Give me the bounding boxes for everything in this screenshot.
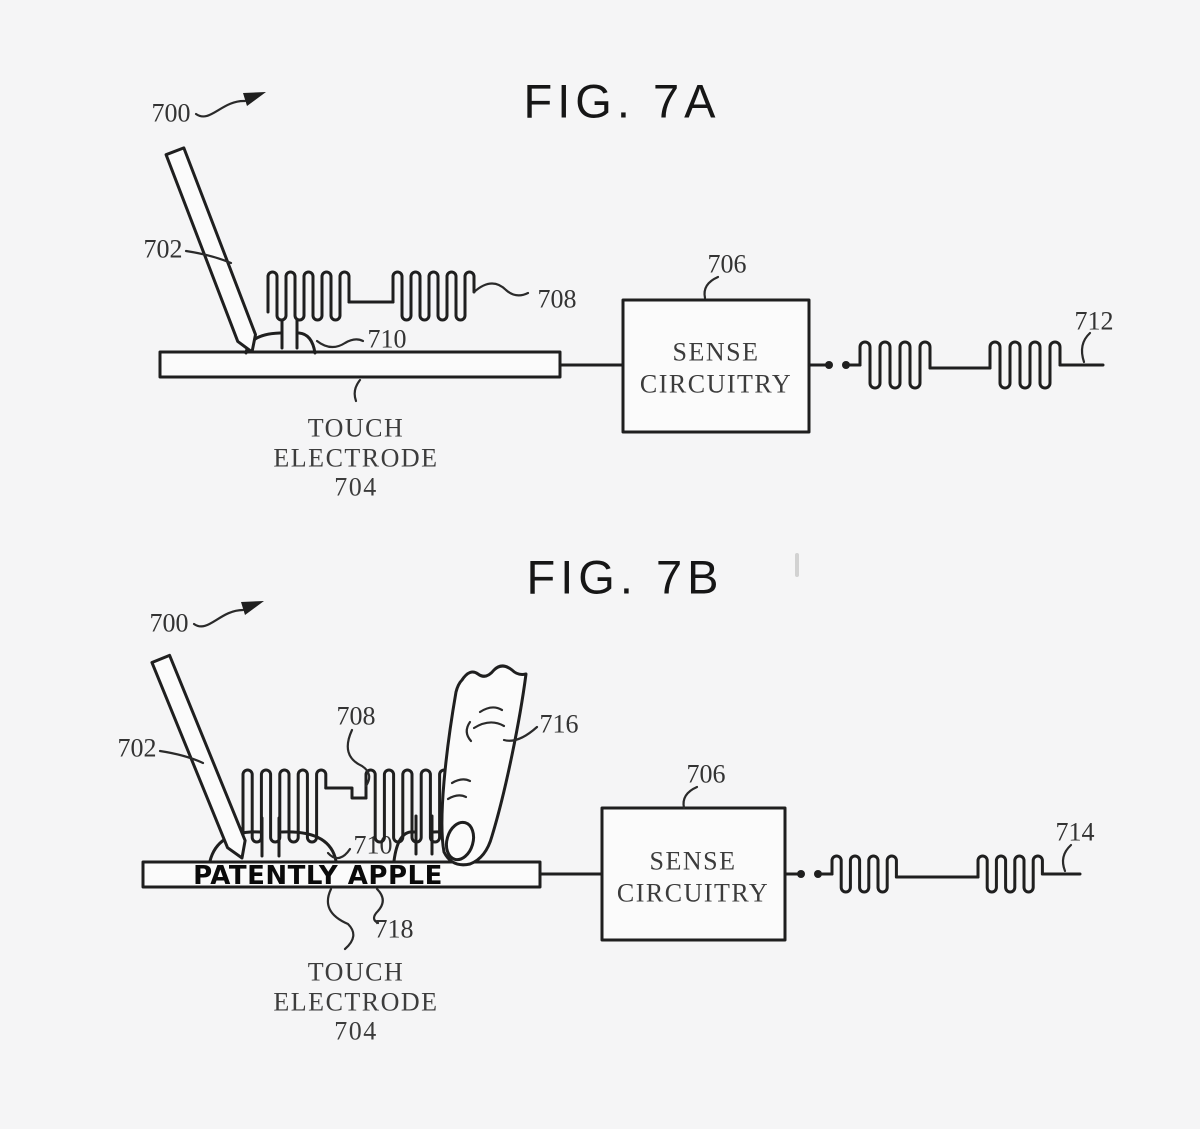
leader-704-b xyxy=(326,887,355,951)
ref-label-708-a: 708 xyxy=(538,285,577,314)
output-dot2-a xyxy=(842,361,850,369)
electrode-label-line1-b: TOUCH xyxy=(308,958,405,987)
ref-label-710-a: 710 xyxy=(368,325,407,354)
finger-crease-1 xyxy=(478,706,504,714)
sense-circuitry-box-b xyxy=(600,806,787,942)
stylus-b xyxy=(150,653,247,860)
leader-700-a xyxy=(194,99,247,118)
stylus-signal-burst1-b xyxy=(241,768,328,844)
leader-700-b xyxy=(192,608,245,628)
ref-label-712-a: 712 xyxy=(1075,307,1114,336)
finger-crease-5 xyxy=(446,794,468,801)
stylus-signal-burst1-a xyxy=(266,270,351,322)
ref-label-704-b: 704 xyxy=(334,1017,378,1046)
leader-702-b xyxy=(158,749,205,765)
sense-box-line1-a: SENSE xyxy=(673,338,760,367)
electrode-label-line2-a: ELECTRODE xyxy=(273,444,438,473)
electrode-label-line2-b: ELECTRODE xyxy=(273,988,438,1017)
ref-label-716-b: 716 xyxy=(540,710,579,739)
arrowhead-700-b xyxy=(241,601,264,615)
stylus-body-b xyxy=(150,653,247,860)
figure-7b: FIG. 7B 700 PATENTLY APPLE 710 708 70 xyxy=(118,551,1095,1046)
finger-crease-3 xyxy=(465,720,473,743)
ref-label-710-b: 710 xyxy=(354,831,393,860)
finger-crease-4 xyxy=(450,778,472,785)
fingernail-b xyxy=(444,820,476,862)
scan-artifact xyxy=(795,553,799,577)
electrode-label-line1-a: TOUCH xyxy=(308,414,405,443)
sense-box-line2-a: CIRCUITRY xyxy=(640,370,792,399)
stylus-signal-burst2-b xyxy=(364,768,451,845)
stylus-signal-burst2-a xyxy=(391,270,476,322)
stylus-signal-step-b xyxy=(324,786,368,800)
ref-label-700-a: 700 xyxy=(152,99,191,128)
ref-label-702-b: 702 xyxy=(118,734,157,763)
stylus-body-a xyxy=(164,146,257,354)
output-burst2-b xyxy=(976,854,1044,894)
arrowhead-700-a xyxy=(243,92,266,106)
ref-label-700-b: 700 xyxy=(150,609,189,638)
output-burst2-a xyxy=(988,340,1062,390)
finger-b xyxy=(440,664,528,867)
ref-label-706-b: 706 xyxy=(687,760,726,789)
sense-circuitry-box-a xyxy=(621,298,811,434)
stylus-a xyxy=(164,146,257,354)
ref-label-714-b: 714 xyxy=(1056,818,1095,847)
figure-7b-title: FIG. 7B xyxy=(527,551,724,604)
output-dot2-b xyxy=(814,870,822,878)
figure-7a: FIG. 7A 700 710 708 702 TOUCH ELECTRODE … xyxy=(144,75,1114,502)
leader-704-a xyxy=(353,378,362,403)
output-burst1-a xyxy=(858,340,932,390)
leader-708-a xyxy=(472,282,530,297)
leader-716-b xyxy=(502,725,539,742)
leader-708-b xyxy=(346,728,371,788)
sense-box-line1-b: SENSE xyxy=(650,847,737,876)
leader-706-b xyxy=(682,785,699,810)
watermark-text: PATENTLY APPLE xyxy=(193,861,443,891)
ref-label-706-a: 706 xyxy=(708,250,747,279)
output-burst1-b xyxy=(830,854,898,894)
ref-label-702-a: 702 xyxy=(144,235,183,264)
leader-710-a xyxy=(315,338,365,349)
capacitance-arc-right-a xyxy=(297,331,317,355)
figure-7a-title: FIG. 7A xyxy=(524,75,721,128)
ref-label-708-b: 708 xyxy=(337,702,376,731)
leader-712-a xyxy=(1080,331,1092,364)
finger-crease-2 xyxy=(472,721,506,730)
leader-702-a xyxy=(184,249,233,265)
output-dot1-a xyxy=(825,361,833,369)
touch-electrode-bar-a xyxy=(158,350,562,379)
output-dot1-b xyxy=(797,870,805,878)
leader-710-b xyxy=(326,847,352,860)
leader-714-b xyxy=(1061,843,1073,873)
ref-label-718-b: 718 xyxy=(375,915,414,944)
sense-box-line2-b: CIRCUITRY xyxy=(617,879,769,908)
ref-label-704-a: 704 xyxy=(334,473,378,502)
leader-706-a xyxy=(703,275,720,300)
leader-718-b xyxy=(372,887,384,925)
